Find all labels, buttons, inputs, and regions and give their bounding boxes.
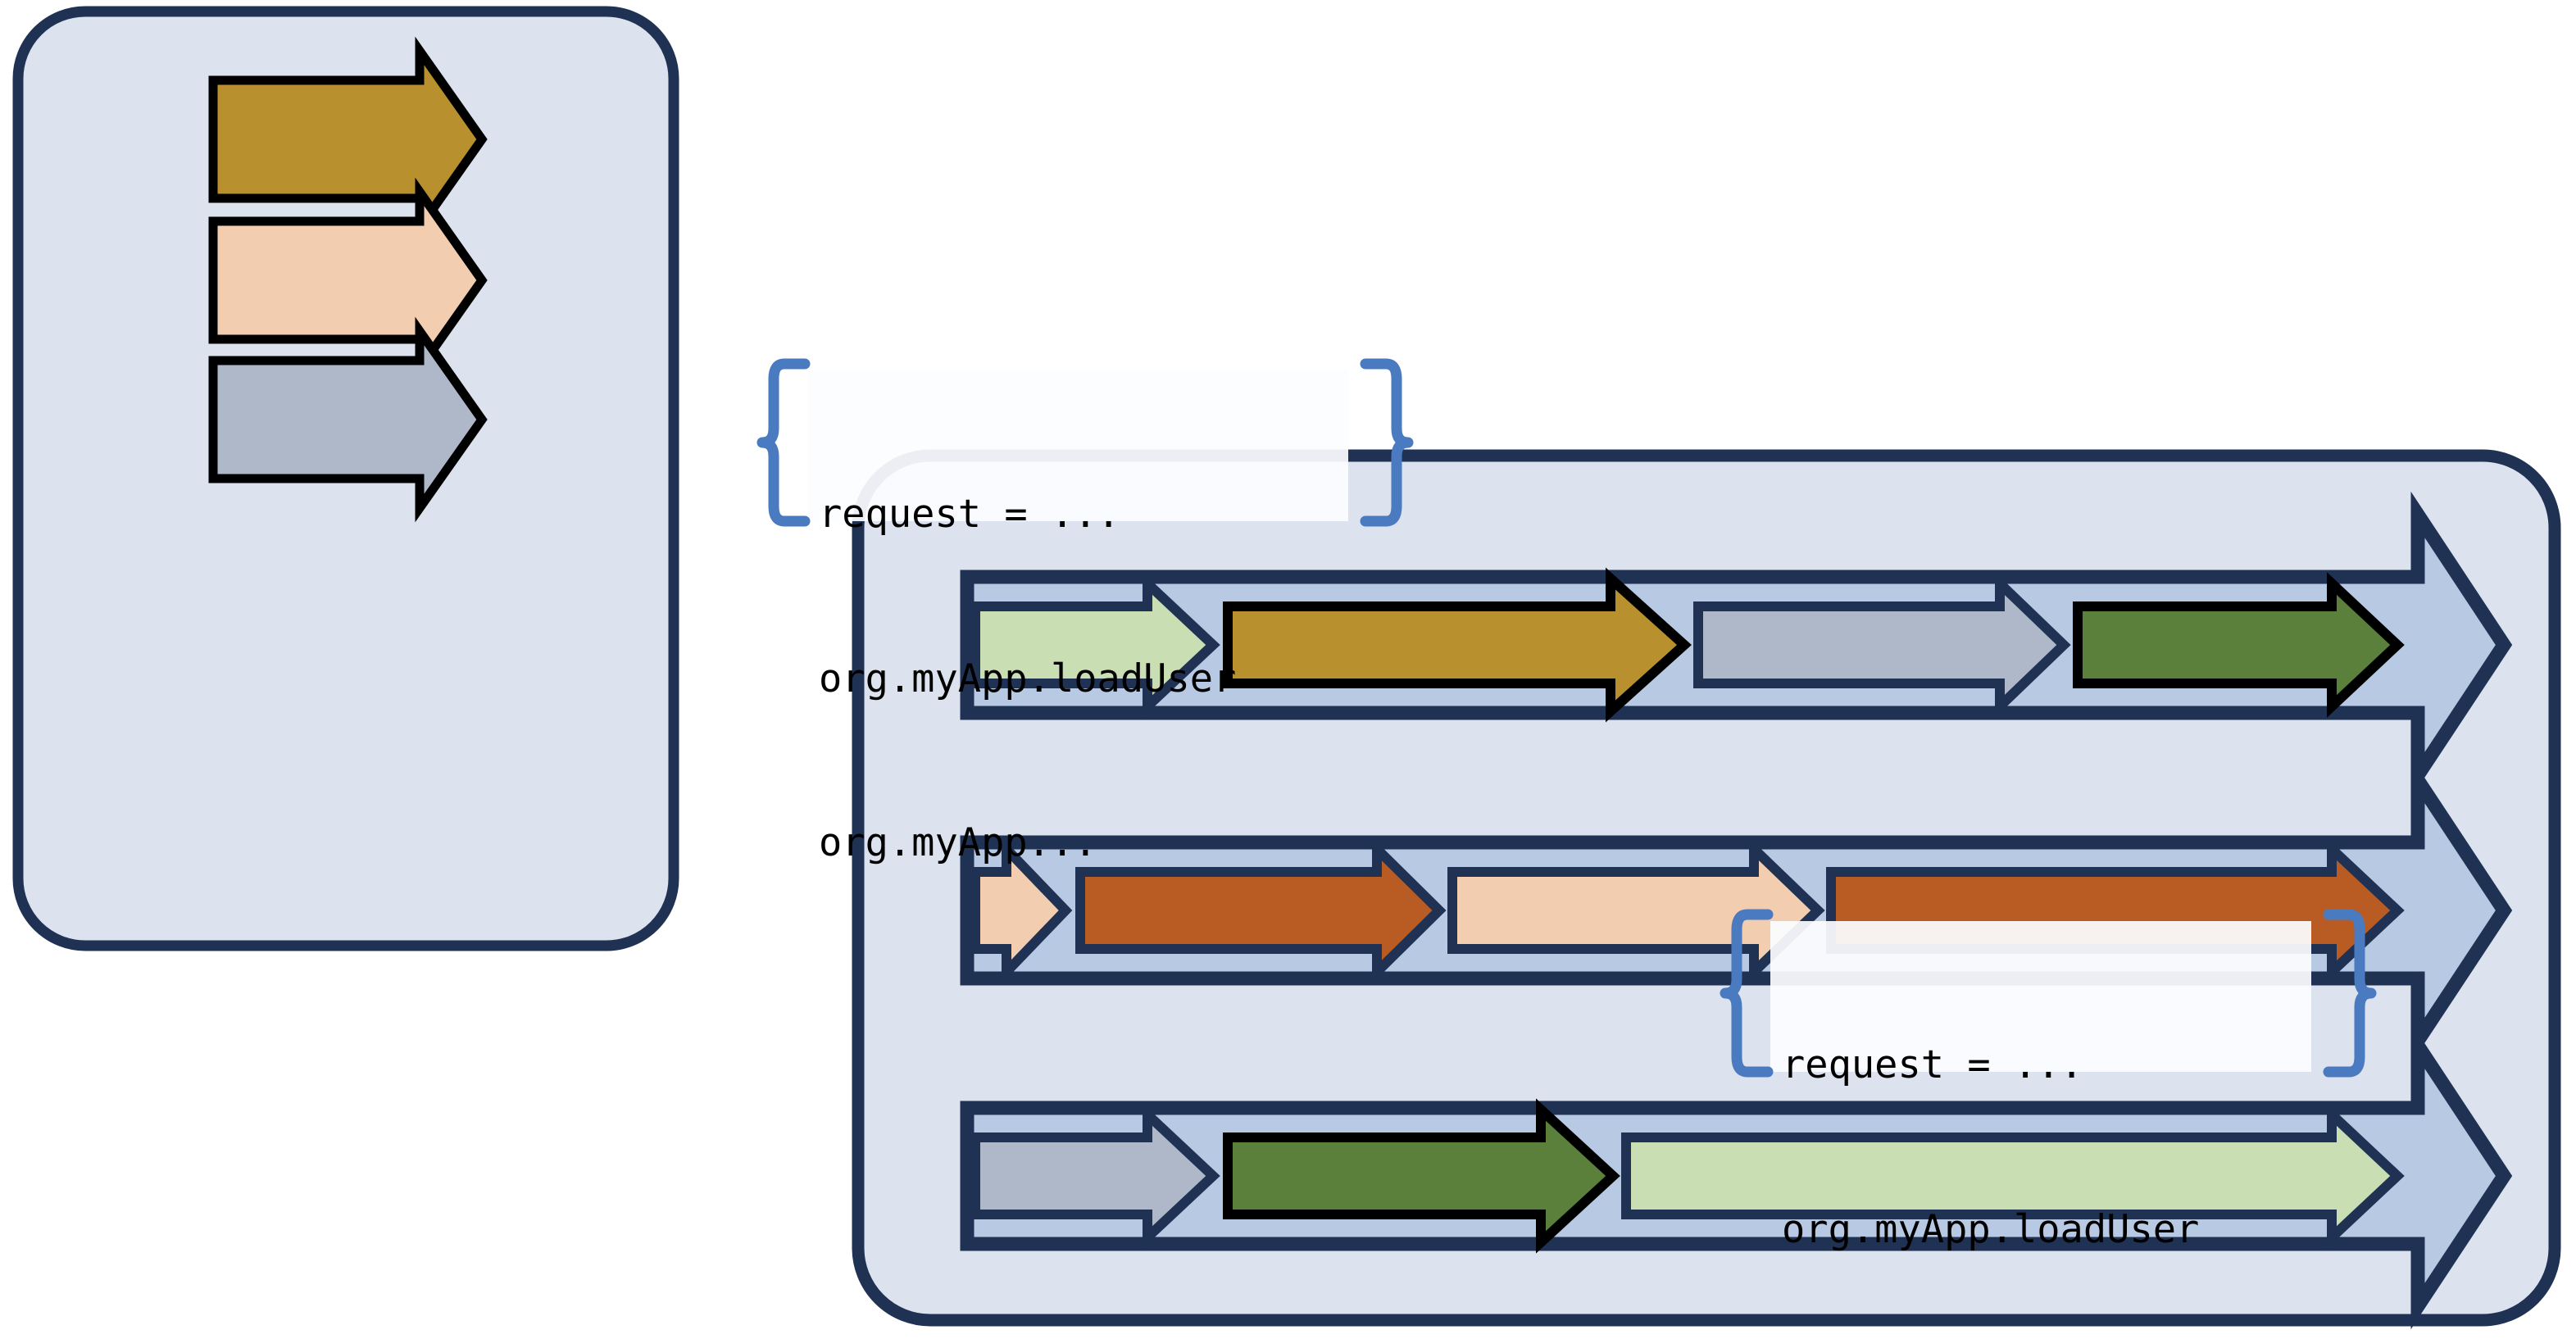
callout-top-line-1: request = ... (819, 492, 1120, 538)
callout-top-left-brace (756, 358, 811, 527)
segment-grey-blue-3 (970, 1103, 1220, 1249)
callout-bottom-right-brace (2323, 909, 2377, 1078)
segment-goldenrod (1223, 567, 1692, 723)
flow-row-1 (960, 491, 2513, 799)
segment-light-green-3 (1621, 1103, 2405, 1249)
segment-grey-blue (1693, 571, 2071, 719)
callout-top-right-brace (1360, 358, 1414, 527)
callout-bottom-line-2: org.myApp.loadUser (1782, 1206, 2200, 1252)
flow-row-3 (960, 1022, 2513, 1330)
segment-peach (970, 837, 1073, 984)
legend-arrow-goldenrod (208, 36, 488, 243)
callout-top: request = ... org.myApp.loadUser org.myA… (807, 370, 1348, 865)
callout-bottom: request = ... org.myApp.loadUser org.myA… (1770, 921, 2311, 1252)
segment-dark-green-3 (1223, 1098, 1620, 1254)
legend-arrow-peach (208, 177, 488, 384)
legend-panel (12, 6, 679, 951)
segment-dark-green (2073, 572, 2405, 718)
callout-bottom-left-brace (1720, 909, 1774, 1078)
legend-arrow-greyblue (208, 316, 488, 523)
callout-top-line-2: org.myApp.loadUser (819, 656, 1237, 701)
segment-dark-orange (1075, 837, 1447, 984)
segment-light-green (970, 572, 1220, 718)
callout-top-line-3: org.myApp... (819, 819, 1097, 865)
callout-bottom-line-1: request = ... (1782, 1042, 2083, 1088)
